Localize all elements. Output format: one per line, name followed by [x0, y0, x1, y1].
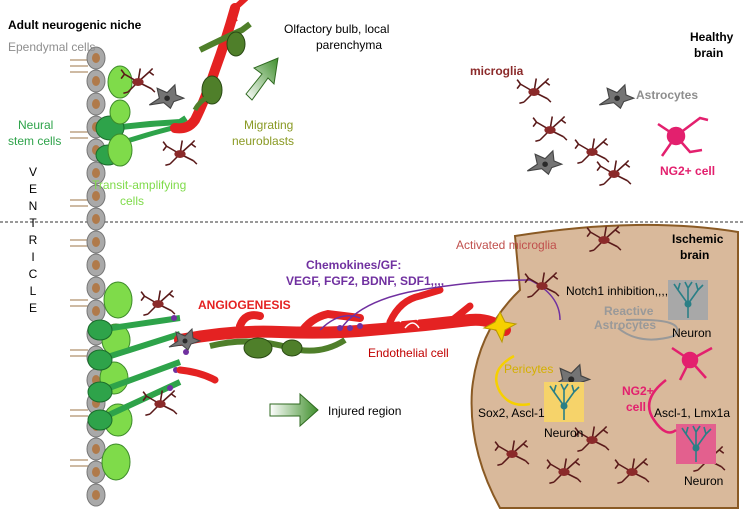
ependymal-nucleus	[92, 168, 100, 178]
activated-microglia-label: Activated microglia	[456, 238, 557, 252]
olfactory-label-1: Olfactory bulb, local	[284, 22, 390, 36]
healthy-label-2: brain	[694, 46, 724, 60]
endothelial-label: Endothelial cell	[368, 346, 449, 360]
ventricle-letter: E	[28, 301, 37, 315]
ependymal-nucleus	[92, 53, 100, 63]
ng2-conversion-arrow	[647, 379, 677, 434]
astrocytes-label: Astrocytes	[636, 88, 699, 102]
ependymal-label: Ependymal cells	[8, 40, 96, 54]
ependymal-nucleus	[92, 214, 100, 224]
healthy-label-1: Healthy	[690, 30, 734, 44]
ependymal-cells	[86, 46, 106, 507]
niche-title: Adult neurogenic niche	[8, 18, 142, 32]
neural-stem-cells-bottom	[87, 281, 189, 481]
ischemic-label-1: Ischemic	[672, 232, 724, 246]
ventricle-letter: V	[28, 165, 37, 179]
injured-region-arrow-icon	[269, 392, 319, 428]
ependymal-nucleus	[92, 467, 100, 477]
microglia-icon	[162, 140, 198, 167]
sox2-label: Sox2, Ascl-1	[478, 406, 545, 420]
ventricle-letter: L	[29, 284, 37, 298]
stem-label-2: stem cells	[8, 134, 62, 148]
neuron-label-b: Neuron	[544, 426, 584, 440]
ependymal-nucleus	[92, 260, 100, 270]
chemokines-list: VEGF, FGF2, BDNF, SDF1,,,,	[286, 274, 445, 288]
astrocyte-icon	[148, 84, 185, 109]
blood-vessel-top	[170, 0, 252, 134]
ventricle-letter: I	[31, 250, 35, 264]
reactive-label-2: Astrocytes	[594, 318, 657, 332]
astrocyte-icon	[598, 84, 635, 109]
ventricle-letter: R	[28, 233, 38, 247]
microglia-icon	[516, 78, 552, 105]
transit-label-2: cells	[120, 194, 145, 208]
ependymal-cilia	[70, 59, 88, 467]
injured-label: Injured region	[328, 404, 402, 418]
angiogenesis-label: ANGIOGENESIS	[198, 298, 291, 312]
notch-label: Notch1 inhibition,,,,	[566, 284, 669, 298]
astrocyte-icon	[526, 150, 563, 175]
ependymal-nucleus	[92, 306, 100, 316]
migrating-label-2: neuroblasts	[232, 134, 295, 148]
pericyte-icon	[482, 310, 518, 344]
ependymal-nucleus	[92, 283, 100, 293]
pericyte-conversion-arrow	[495, 354, 531, 406]
blood-vessel-bottom	[174, 286, 511, 384]
ventricle-letter: E	[28, 182, 37, 196]
reactive-astrocyte-arrow	[617, 318, 679, 341]
olfactory-label-2: parenchyma	[316, 38, 383, 52]
ependymal-nucleus	[92, 191, 100, 201]
reactive-label-1: Reactive	[604, 304, 654, 318]
microglia-icon	[596, 160, 632, 187]
ependymal-nucleus	[92, 444, 100, 454]
transit-label-1: Transit-amplifying	[92, 178, 187, 192]
ng2-plus-label-1: NG2+	[622, 384, 654, 398]
ischemic-label-2: brain	[680, 248, 710, 262]
stem-label-1: Neural	[18, 118, 54, 132]
microglia-icon	[532, 116, 568, 143]
ascl-lmx-label: Ascl-1, Lmx1a	[654, 406, 731, 420]
ventricle-letter: C	[28, 267, 38, 281]
migration-arrow-icon	[245, 57, 279, 101]
microglia-icon	[574, 138, 610, 165]
ng2-label: NG2+ cell	[660, 164, 716, 178]
ng2-cell-icon	[671, 346, 713, 381]
microglia-label: microglia	[470, 64, 524, 78]
neuron-label-a: Neuron	[672, 326, 712, 340]
pericytes-label: Pericytes	[504, 362, 554, 376]
ventricle-letter: T	[29, 216, 37, 230]
ependymal-nucleus	[92, 237, 100, 247]
microglia-icon	[140, 290, 176, 317]
migrating-label-1: Migrating	[244, 118, 294, 132]
ependymal-nucleus	[92, 76, 100, 86]
ependymal-nucleus	[92, 490, 100, 500]
ependymal-nucleus	[92, 99, 100, 109]
ventricle-letter: N	[28, 199, 38, 213]
neuron-label-c: Neuron	[684, 474, 724, 488]
ng2-cell-icon	[657, 116, 709, 157]
ng2-plus-label-2: cell	[626, 400, 647, 414]
chemokines-title: Chemokines/GF:	[306, 258, 402, 272]
